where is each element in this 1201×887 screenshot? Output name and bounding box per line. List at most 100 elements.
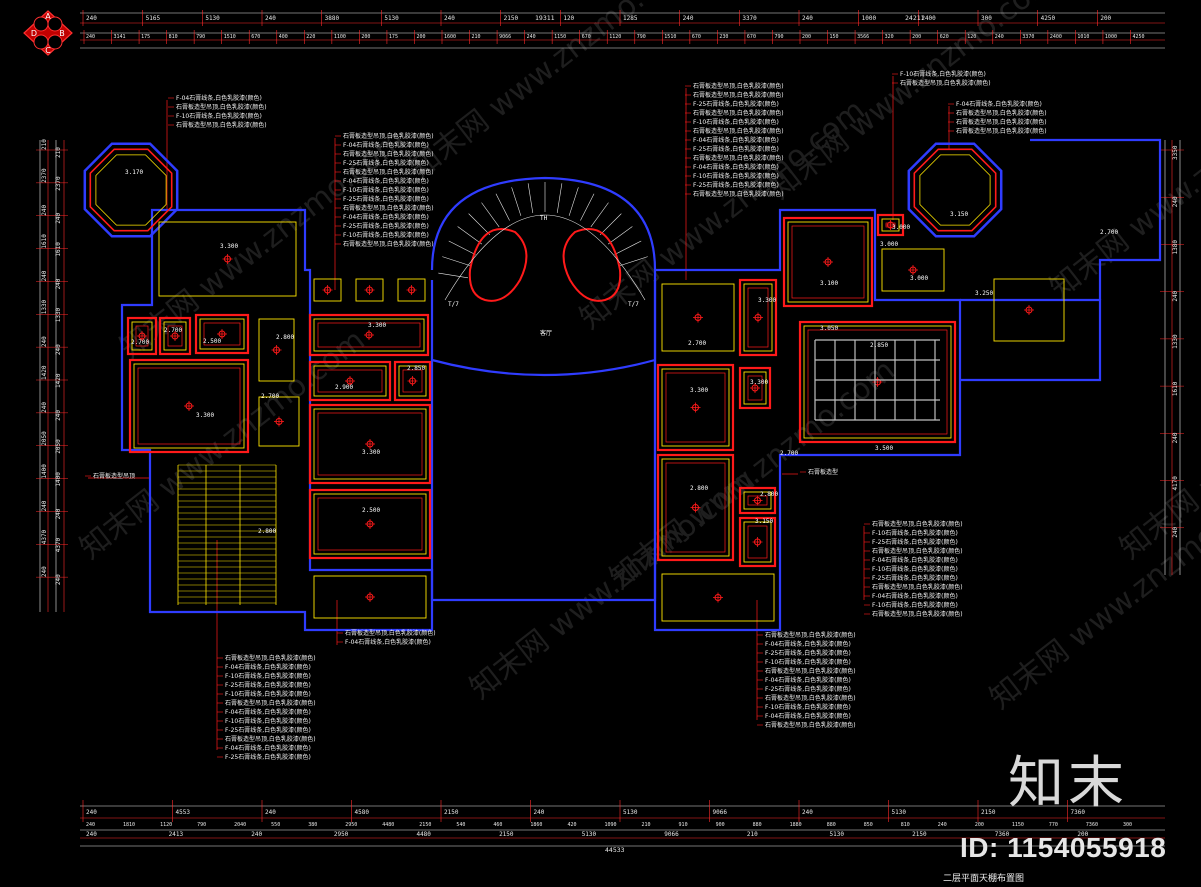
annotation-text: 石膏板造型吊顶,白色乳胶漆(颜色) (765, 631, 856, 639)
dimension-value: 2150 (504, 15, 519, 22)
ceiling-trim (258, 318, 295, 382)
dimension-value: 1120 (160, 822, 172, 828)
annotation-text: F-25石膏线条,白色乳胶漆(颜色) (693, 181, 779, 189)
ceiling-height-label: 3.300 (750, 379, 768, 386)
dimension-value: 240 (55, 508, 62, 519)
ceiling-trim (661, 573, 775, 622)
ceiling-height-label: 3.300 (758, 297, 776, 304)
ceiling-height-label: 2.900 (335, 384, 353, 391)
dimension-value: 240 (995, 34, 1004, 40)
wall-central-curve (431, 358, 656, 377)
annotation-text: F-25石膏线条,白色乳胶漆(颜色) (225, 753, 311, 761)
dimension-value: 670 (747, 34, 756, 40)
ceiling-outline (798, 320, 957, 444)
ceiling-height-label: 2.700 (780, 450, 798, 457)
ceiling-trim (131, 321, 153, 351)
rotunda-step (438, 272, 469, 279)
annotation-text: 石膏板造型吊顶,白色乳胶漆(颜色) (872, 547, 963, 555)
ceiling-height-label: 2.800 (258, 528, 276, 535)
dimension-value: 790 (774, 34, 783, 40)
annotation-text: 石膏板造型吊顶,白色乳胶漆(颜色) (345, 629, 436, 637)
annotation-text: F-25石膏线条,白色乳胶漆(颜色) (872, 538, 958, 546)
dimension-value: 2413 (169, 831, 184, 838)
dimension-value: 1610 (55, 242, 62, 257)
annotation-text: F-25石膏线条,白色乳胶漆(颜色) (343, 159, 429, 167)
ceiling-octagon-left-trim (89, 148, 173, 232)
ceiling-height-label: 3.000 (892, 224, 910, 231)
annotation-text: 石膏板造型吊顶,白色乳胶漆(颜色) (225, 699, 316, 707)
dimension-value: 240 (265, 15, 276, 22)
dimension-value: 1400 (55, 472, 62, 487)
annotation-text: F-25石膏线条,白色乳胶漆(颜色) (765, 685, 851, 693)
dimension-value: 240 (802, 809, 813, 816)
ceiling-height-label: 2.700 (688, 340, 706, 347)
annotation-text: F-10石膏线条,白色乳胶漆(颜色) (765, 703, 851, 711)
wall-outlines (83, 138, 1162, 632)
dimension-value: 9066 (499, 34, 511, 40)
ceiling-height-label: 2.800 (760, 491, 778, 498)
ceiling-inner (317, 322, 421, 348)
annotation-text: 石膏板造型吊顶,白色乳胶漆(颜色) (693, 154, 784, 162)
ceiling-outline (308, 488, 432, 560)
annotation-text: 石膏板造型吊顶,白色乳胶漆(颜色) (693, 109, 784, 117)
dimension-value: 210 (642, 822, 651, 828)
ceiling-height-label: 2.700 (1100, 229, 1118, 236)
dimension-value: 240 (41, 402, 48, 413)
dimension-value: 1420 (41, 365, 48, 380)
ceiling-trim (163, 321, 187, 351)
dimension-value: 1090 (604, 822, 616, 828)
ceiling-inner (317, 412, 423, 476)
dimension-overall-top: 19311 (535, 14, 555, 22)
wall-left-wing (120, 208, 434, 632)
ceiling-outline (656, 453, 735, 562)
ceiling-height-label: 3.150 (755, 518, 773, 525)
dimension-value: 240 (265, 809, 276, 816)
ceiling-outline (194, 313, 250, 355)
dimension-value: 2150 (981, 809, 996, 816)
ceiling-height-label: 3.250 (975, 290, 993, 297)
sheet-title: 二层平面天棚布置图 (943, 874, 1025, 884)
ceiling-outline (738, 278, 778, 357)
annotation-text: 石膏板造型吊顶 (93, 472, 135, 480)
ceiling-outline (308, 313, 430, 357)
dimension-value: 240 (55, 278, 62, 289)
rotunda-step (511, 187, 522, 216)
ceiling-trim (258, 396, 300, 447)
ceiling-trim (313, 575, 427, 619)
dimension-value: 810 (169, 34, 178, 40)
dimension-value: 240 (86, 15, 97, 22)
compass-label-left: D (30, 29, 38, 38)
dimension-value: 550 (271, 822, 280, 828)
ceiling-inner (317, 369, 383, 393)
rotunda-step (580, 193, 595, 221)
brand-mark: 知末 (1008, 751, 1128, 816)
dimension-value: 670 (582, 34, 591, 40)
annotation-text: F-10石膏线条,白色乳胶漆(颜色) (693, 172, 779, 180)
ceiling-trim (313, 365, 387, 397)
dimension-value: 240 (86, 822, 95, 828)
dimension-value: 810 (901, 822, 910, 828)
annotation-text: 石膏板造型吊顶,白色乳胶漆(颜色) (343, 240, 434, 248)
ceiling-height-label: 3.300 (368, 322, 386, 329)
room-label: TH (540, 215, 548, 222)
wall-far-right (1030, 138, 1162, 300)
ceiling-trim (743, 521, 772, 563)
annotation-text: F-04石膏线条,白色乳胶漆(颜色) (343, 141, 429, 149)
dimension-value: 120 (967, 34, 976, 40)
ceiling-height-label: 2.500 (362, 507, 380, 514)
dimension-value: 3141 (114, 34, 126, 40)
ceiling-outline (393, 360, 432, 402)
compass-label-bottom: C (45, 46, 51, 55)
ceiling-height-label: 3.300 (220, 243, 238, 250)
dimension-value: 670 (251, 34, 260, 40)
dimension-value: 240 (683, 15, 694, 22)
ceiling-outline (308, 360, 392, 402)
annotation-text: 石膏板造型吊顶,白色乳胶漆(颜色) (765, 667, 856, 675)
dimension-value: 2150 (912, 831, 927, 838)
dimension-value: 240 (1172, 527, 1179, 538)
ceiling-outline (738, 486, 777, 515)
dimension-value: 300 (981, 15, 992, 22)
dimension-value: 540 (456, 822, 465, 828)
image-id-label: ID: 1154055918 (960, 832, 1167, 863)
dimension-value: 2150 (444, 809, 459, 816)
